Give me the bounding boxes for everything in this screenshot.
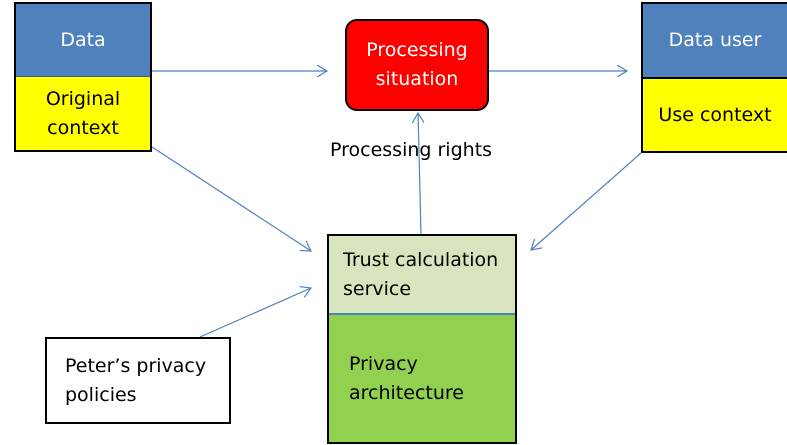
processing-situation-node: Processing situation <box>345 19 489 111</box>
trust-service-line1: Trust calculation <box>343 248 499 271</box>
original-context-line2: context <box>47 116 119 139</box>
privacy-policies-line2: policies <box>65 383 137 406</box>
data-title: Data <box>16 4 150 77</box>
privacy-policies-line1: Peter’s privacy <box>65 354 207 377</box>
trust-service-line2: service <box>343 277 412 300</box>
data-node: Data Original context <box>14 2 152 152</box>
arrow-user-to-trust <box>531 152 642 250</box>
trust-calculation-service: Trust calculation service <box>329 236 515 315</box>
privacy-architecture-line1: Privacy <box>349 352 418 375</box>
processing-situation-line2: situation <box>375 68 459 90</box>
arrow-trust-to-processing <box>418 113 421 235</box>
privacy-architecture: Privacy architecture <box>329 315 515 442</box>
privacy-architecture-line2: architecture <box>349 381 464 404</box>
processing-situation-line1: Processing <box>366 39 468 61</box>
data-user-node: Data user Use context <box>641 2 787 153</box>
arrow-policies-to-trust <box>199 288 311 338</box>
trust-privacy-stack: Trust calculation service Privacy archit… <box>327 234 517 444</box>
arrow-data-to-trust <box>151 146 311 251</box>
data-user-title: Data user <box>643 4 787 77</box>
original-context: Original context <box>16 77 150 150</box>
processing-rights-label: Processing rights <box>330 139 493 161</box>
privacy-policies-node: Peter’s privacy policies <box>45 337 231 424</box>
use-context: Use context <box>643 77 787 151</box>
original-context-line1: Original <box>45 87 121 110</box>
